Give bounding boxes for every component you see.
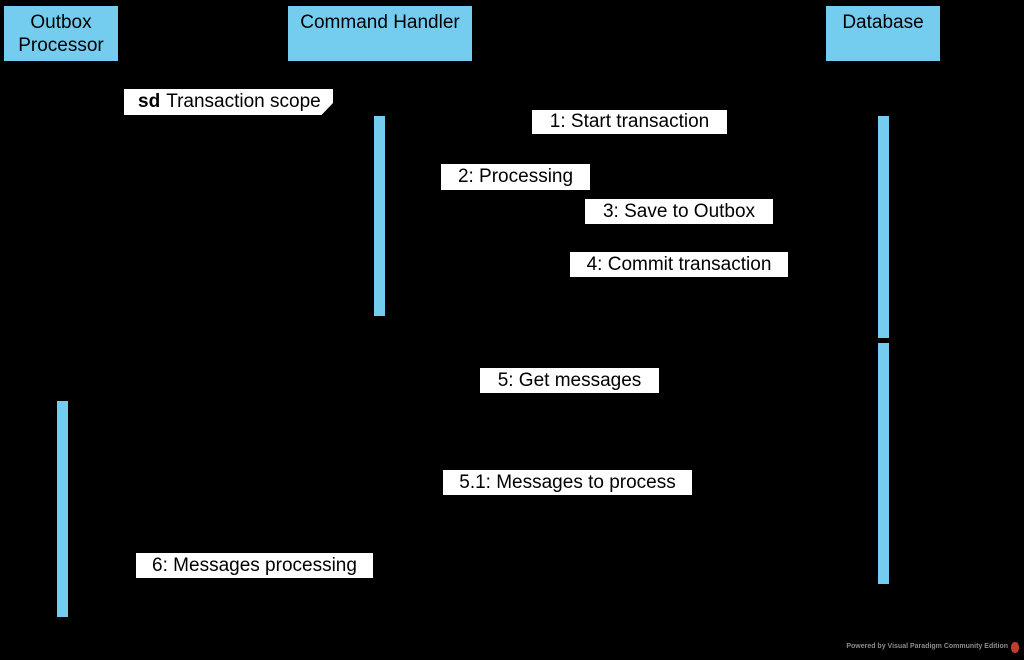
message-label-messages-to-process: 5.1: Messages to process (443, 470, 692, 495)
message-label-commit-transaction: 4: Commit transaction (570, 252, 788, 277)
message-label-messages-processing: 6: Messages processing (136, 553, 373, 578)
actor-outbox-processor: Outbox Processor (3, 5, 119, 62)
visual-paradigm-logo-icon (1011, 641, 1019, 653)
message-label-start-transaction: 1: Start transaction (532, 110, 727, 134)
watermark-text: Powered by Visual Paradigm Community Edi… (846, 643, 1008, 650)
sd-frame-label: sd Transaction scope (124, 89, 333, 115)
actor-label: Outbox Processor (18, 12, 104, 56)
message-label-processing: 2: Processing (441, 164, 590, 190)
frame-keyword: sd (138, 91, 161, 112)
frame-title: Transaction scope (166, 91, 321, 112)
actor-database: Database (825, 5, 941, 62)
message-label-save-to-outbox: 3: Save to Outbox (585, 199, 773, 224)
actor-label: Command Handler (300, 12, 460, 33)
actor-label: Database (842, 12, 924, 33)
activation-bar-database-1 (877, 115, 890, 339)
message-label-get-messages: 5: Get messages (480, 368, 659, 393)
activation-bar-command-handler (373, 115, 386, 317)
watermark: Powered by Visual Paradigm Community Edi… (846, 641, 1019, 653)
activation-bar-database-2 (877, 342, 890, 585)
actor-command-handler: Command Handler (287, 5, 473, 62)
activation-bar-outbox-processor (56, 400, 69, 618)
